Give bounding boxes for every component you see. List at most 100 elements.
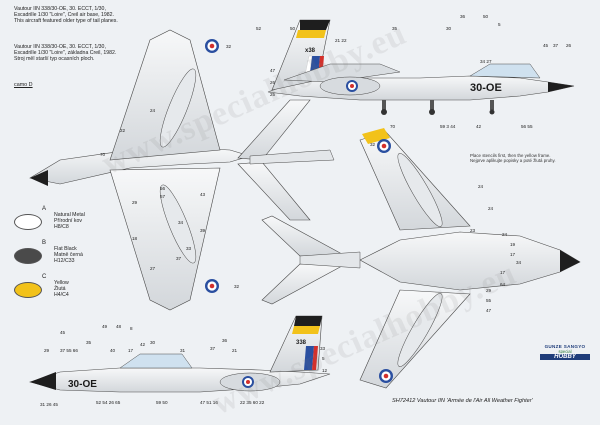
caption-line: Escadrille 1/30 "Loire", Creil air base,… — [14, 12, 114, 19]
svg-text:29: 29 — [44, 348, 50, 353]
svg-text:5: 5 — [322, 356, 325, 361]
caption-line: Escadrille 1/30 "Loire", základna Creil,… — [14, 50, 117, 57]
svg-text:47: 47 — [486, 308, 492, 313]
legend-line: H8/C8 — [54, 224, 69, 231]
note-line: Place stencils first, then the yellow fr… — [470, 153, 551, 158]
svg-text:50: 50 — [483, 14, 489, 19]
swatch-flat-black — [14, 248, 42, 264]
legend-letter: A — [42, 206, 47, 212]
legend-line: Matně černá — [54, 252, 83, 259]
svg-text:17: 17 — [510, 252, 516, 257]
caption-line: Vautour IIN 338/30-OE, 30. ECCT, 1/30, — [14, 6, 106, 12]
svg-text:50: 50 — [290, 26, 296, 31]
svg-text:40: 40 — [110, 348, 116, 353]
svg-text:33: 33 — [186, 246, 192, 251]
camo-label: camo D — [14, 82, 33, 88]
svg-text:70: 70 — [390, 124, 396, 129]
svg-text:34: 34 — [516, 260, 522, 265]
svg-text:338: 338 — [296, 340, 307, 346]
svg-text:12: 12 — [322, 368, 328, 373]
legend-line: Flat Black — [54, 246, 77, 252]
legend-letter: C — [42, 274, 47, 280]
legend-line: H12/C33 — [54, 258, 75, 265]
kit-title: SH72412 Vautour IIN 'Armée de l'Air All … — [392, 398, 533, 404]
svg-text:37: 37 — [210, 346, 216, 351]
svg-text:55: 55 — [486, 298, 492, 303]
svg-text:30: 30 — [446, 26, 452, 31]
brand-top: GUNZE SANGYO — [544, 344, 586, 349]
svg-text:19: 19 — [510, 242, 516, 247]
svg-text:52: 52 — [256, 26, 262, 31]
svg-text:43: 43 — [200, 192, 206, 197]
svg-text:32: 32 — [234, 284, 240, 289]
svg-text:59 50: 59 50 — [156, 400, 168, 405]
swatch-yellow — [14, 282, 42, 298]
svg-text:33: 33 — [320, 346, 326, 351]
svg-text:36: 36 — [460, 14, 466, 19]
svg-text:31 26 45: 31 26 45 — [40, 402, 58, 407]
svg-text:37: 37 — [176, 256, 182, 261]
svg-text:24: 24 — [502, 232, 508, 237]
svg-text:59 3 44: 59 3 44 — [440, 124, 456, 129]
svg-text:21: 21 — [232, 348, 238, 353]
stencil-note: Place stencils first, then the yellow fr… — [470, 153, 556, 164]
svg-text:24: 24 — [150, 108, 156, 113]
svg-text:26: 26 — [270, 80, 276, 85]
brand-bottom: HOBBY — [540, 354, 590, 360]
svg-text:25: 25 — [270, 92, 276, 97]
svg-text:48: 48 — [116, 324, 122, 329]
svg-text:17: 17 — [128, 348, 134, 353]
legend-letter: B — [42, 240, 47, 246]
legend-line: Přírodní kov — [54, 218, 82, 225]
svg-text:x38: x38 — [305, 48, 316, 54]
svg-text:34 27: 34 27 — [480, 59, 492, 64]
svg-text:23: 23 — [470, 228, 476, 233]
svg-text:37 55 66: 37 55 66 — [60, 348, 78, 353]
legend-line: Natural Metal — [54, 212, 85, 218]
svg-text:5: 5 — [498, 22, 501, 27]
caption-cz: Vautour IIN 338/30-OE, 30. ECCT, 1/30, E… — [14, 44, 116, 63]
svg-text:17: 17 — [500, 270, 506, 275]
svg-text:31: 31 — [180, 348, 186, 353]
caption-line: This aircraft featured older type of tai… — [14, 18, 118, 25]
svg-text:32: 32 — [226, 44, 232, 49]
svg-text:42: 42 — [476, 124, 482, 129]
svg-text:49: 49 — [102, 324, 108, 329]
svg-text:45: 45 — [543, 43, 549, 48]
svg-text:39: 39 — [200, 228, 206, 233]
svg-text:56: 56 — [160, 186, 166, 191]
svg-text:22 35 60 22: 22 35 60 22 — [240, 400, 265, 405]
svg-text:29: 29 — [486, 288, 492, 293]
svg-text:47 51 16: 47 51 16 — [200, 400, 218, 405]
svg-text:30: 30 — [150, 340, 156, 345]
svg-text:35: 35 — [392, 26, 398, 31]
svg-text:56 55: 56 55 — [521, 124, 533, 129]
svg-text:47: 47 — [270, 68, 276, 73]
svg-text:30-OE: 30-OE — [68, 379, 97, 390]
brand-logo: GUNZE SANGYO special HOBBY — [540, 344, 590, 360]
svg-text:45: 45 — [60, 330, 66, 335]
svg-text:8: 8 — [130, 326, 133, 331]
legend-text: Natural Metal Přírodní kov H8/C8 — [54, 212, 85, 231]
svg-text:36: 36 — [222, 338, 228, 343]
svg-text:26: 26 — [566, 43, 572, 48]
legend-line: Žlutá — [54, 286, 66, 293]
svg-text:37: 37 — [553, 43, 559, 48]
svg-text:18: 18 — [132, 236, 138, 241]
legend-text: Yellow Žlutá H4/C4 — [54, 280, 69, 299]
svg-text:64: 64 — [500, 282, 506, 287]
svg-text:42: 42 — [140, 342, 146, 347]
caption-line: Vautour IIN 338/30-OE, 30. ECCT, 1/30, — [14, 44, 106, 50]
svg-text:70: 70 — [100, 152, 106, 157]
svg-text:57: 57 — [160, 194, 166, 199]
legend-line: Yellow — [54, 280, 69, 286]
svg-text:30-OE: 30-OE — [470, 82, 502, 94]
svg-text:24: 24 — [488, 206, 494, 211]
svg-text:27: 27 — [150, 266, 156, 271]
caption-en: Vautour IIN 338/30-OE, 30. ECCT, 1/30, E… — [14, 6, 118, 25]
